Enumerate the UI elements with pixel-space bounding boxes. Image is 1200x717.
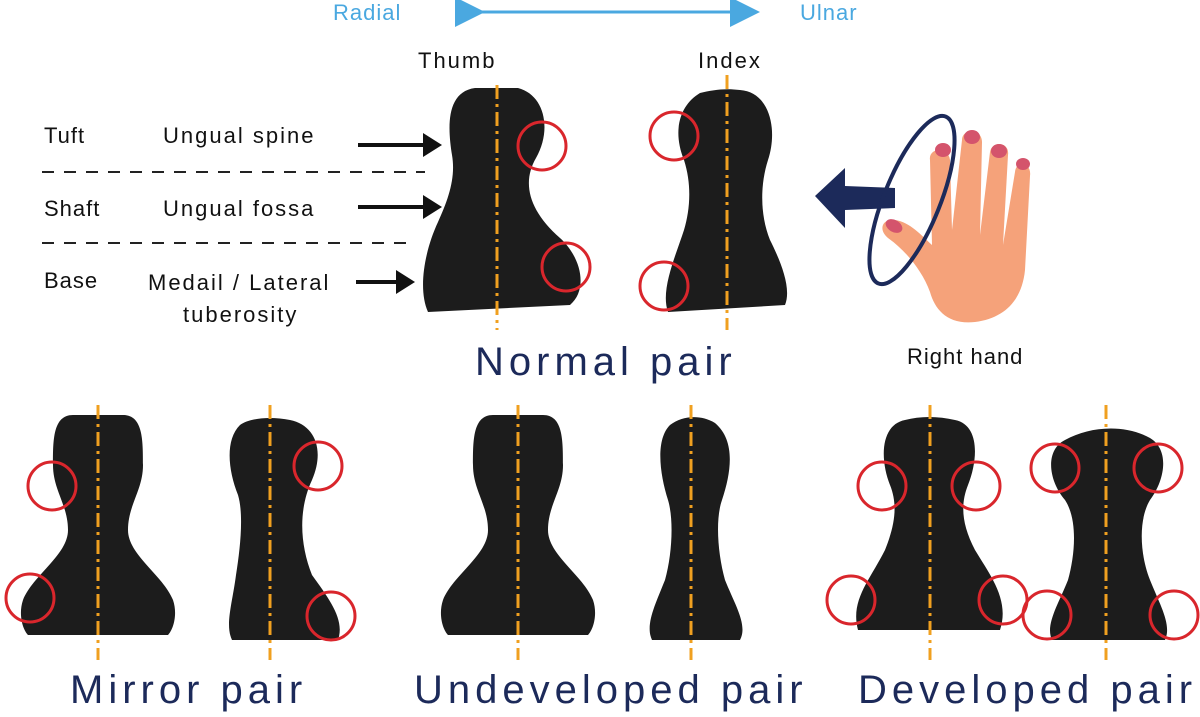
index-label: Index [698, 48, 762, 73]
middle-nail [964, 130, 980, 144]
normal-pair-title: Normal pair [475, 340, 737, 384]
ulnar-label: Ulnar [800, 0, 858, 25]
index-nail [935, 143, 951, 157]
rotation-arrow-icon [815, 168, 895, 228]
thumb-rotation-ring [867, 113, 957, 287]
thumb-nail [885, 219, 903, 233]
tuberosity-label-line1: Medail / Lateral [148, 270, 331, 295]
mirror-pair-left-bone [4, 405, 176, 660]
ungual-spine-label: Ungual spine [163, 123, 316, 148]
thumb-label: Thumb [418, 48, 497, 73]
undeveloped-pair-right-bone [649, 405, 743, 660]
ring-nail [991, 144, 1007, 158]
base-label: Base [44, 268, 99, 293]
normal-pair-index-bone [638, 75, 788, 330]
developed-pair-title: Developed pair [858, 668, 1198, 712]
developed-pair-right-bone [1021, 405, 1200, 660]
mirror-pair-right-bone [229, 405, 357, 660]
tuberosity-label-line2: tuberosity [183, 302, 299, 327]
tuft-label: Tuft [44, 123, 86, 148]
radial-label: Radial [333, 0, 402, 25]
normal-pair-thumb-bone [423, 85, 592, 330]
ungual-fossa-label: Ungual fossa [163, 196, 316, 221]
undeveloped-pair-title: Undeveloped pair [414, 668, 808, 712]
right-hand-label: Right hand [907, 344, 1024, 369]
little-nail [1016, 158, 1030, 170]
mirror-pair-title: Mirror pair [70, 668, 308, 712]
undeveloped-pair-left-bone [440, 405, 596, 660]
pointer-arrows [356, 133, 442, 294]
developed-pair-left-bone [825, 405, 1029, 660]
shaft-label: Shaft [44, 196, 101, 221]
right-hand-illustration [815, 113, 1031, 323]
